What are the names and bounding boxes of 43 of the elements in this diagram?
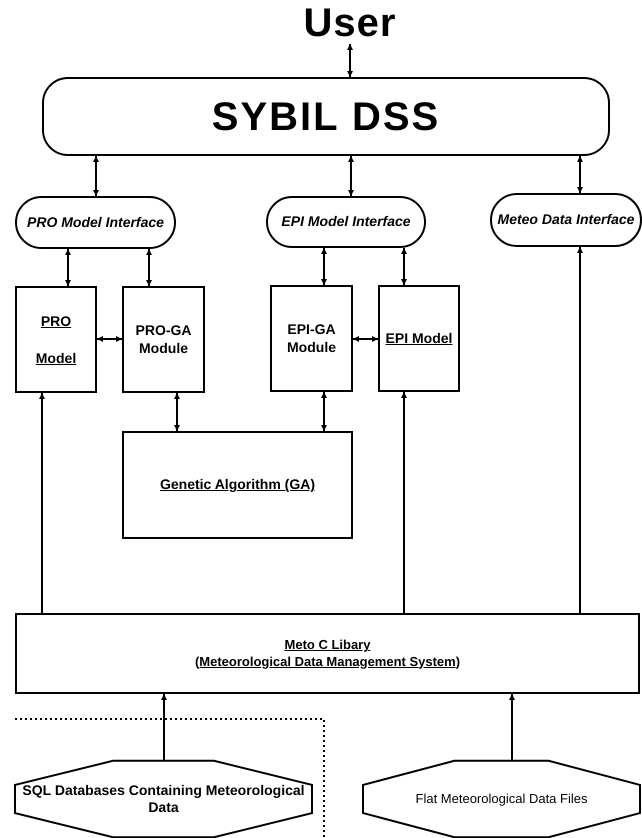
interface-box bbox=[266, 196, 426, 248]
arrow bbox=[97, 336, 122, 342]
node-label: EPI Model bbox=[384, 329, 454, 348]
node-label: SYBIL DSS bbox=[210, 96, 442, 136]
arrow bbox=[353, 336, 378, 342]
actor-name: User bbox=[302, 3, 398, 43]
node-label: SQL Databases Containing Meteorological Data bbox=[21, 782, 306, 816]
module-box bbox=[122, 286, 205, 393]
arrow bbox=[321, 248, 327, 285]
interface-box bbox=[15, 196, 176, 249]
algorithm-box bbox=[122, 431, 353, 539]
model-box bbox=[15, 286, 97, 393]
node-label: Meto C Libary bbox=[284, 637, 372, 654]
arrow bbox=[401, 392, 407, 613]
arrow bbox=[509, 694, 515, 760]
arrow bbox=[39, 393, 45, 613]
data-source-hexagon bbox=[15, 760, 312, 838]
node-label: (Meteorological Data Management System) bbox=[194, 654, 462, 670]
arrow bbox=[65, 249, 71, 286]
node-label: Genetic Algorithm (GA) bbox=[158, 476, 316, 494]
node-label: PRO Model Interface bbox=[26, 214, 165, 232]
node-label: EPI Model Interface bbox=[280, 213, 412, 231]
arrow bbox=[401, 248, 407, 285]
arrow bbox=[146, 249, 152, 286]
module-box bbox=[270, 285, 353, 392]
arrow bbox=[348, 156, 354, 196]
data-source-hexagon bbox=[363, 760, 640, 838]
arrow bbox=[347, 44, 353, 77]
arrow bbox=[174, 393, 180, 431]
node-label: Flat Meteorological Data Files bbox=[414, 790, 588, 808]
arrow bbox=[577, 247, 583, 613]
arrow bbox=[321, 392, 327, 431]
node-label: PRO Model bbox=[34, 312, 78, 368]
system-box bbox=[42, 77, 610, 156]
library-box bbox=[15, 613, 640, 694]
arrow bbox=[93, 156, 99, 196]
arrow bbox=[161, 694, 167, 760]
arrow bbox=[577, 156, 583, 193]
interface-box bbox=[490, 193, 642, 247]
node-label: EPI-GA Module bbox=[286, 321, 337, 356]
model-box bbox=[378, 285, 460, 392]
node-label: PRO-GA Module bbox=[134, 322, 192, 357]
node-label: Meteo Data Interface bbox=[496, 211, 636, 229]
